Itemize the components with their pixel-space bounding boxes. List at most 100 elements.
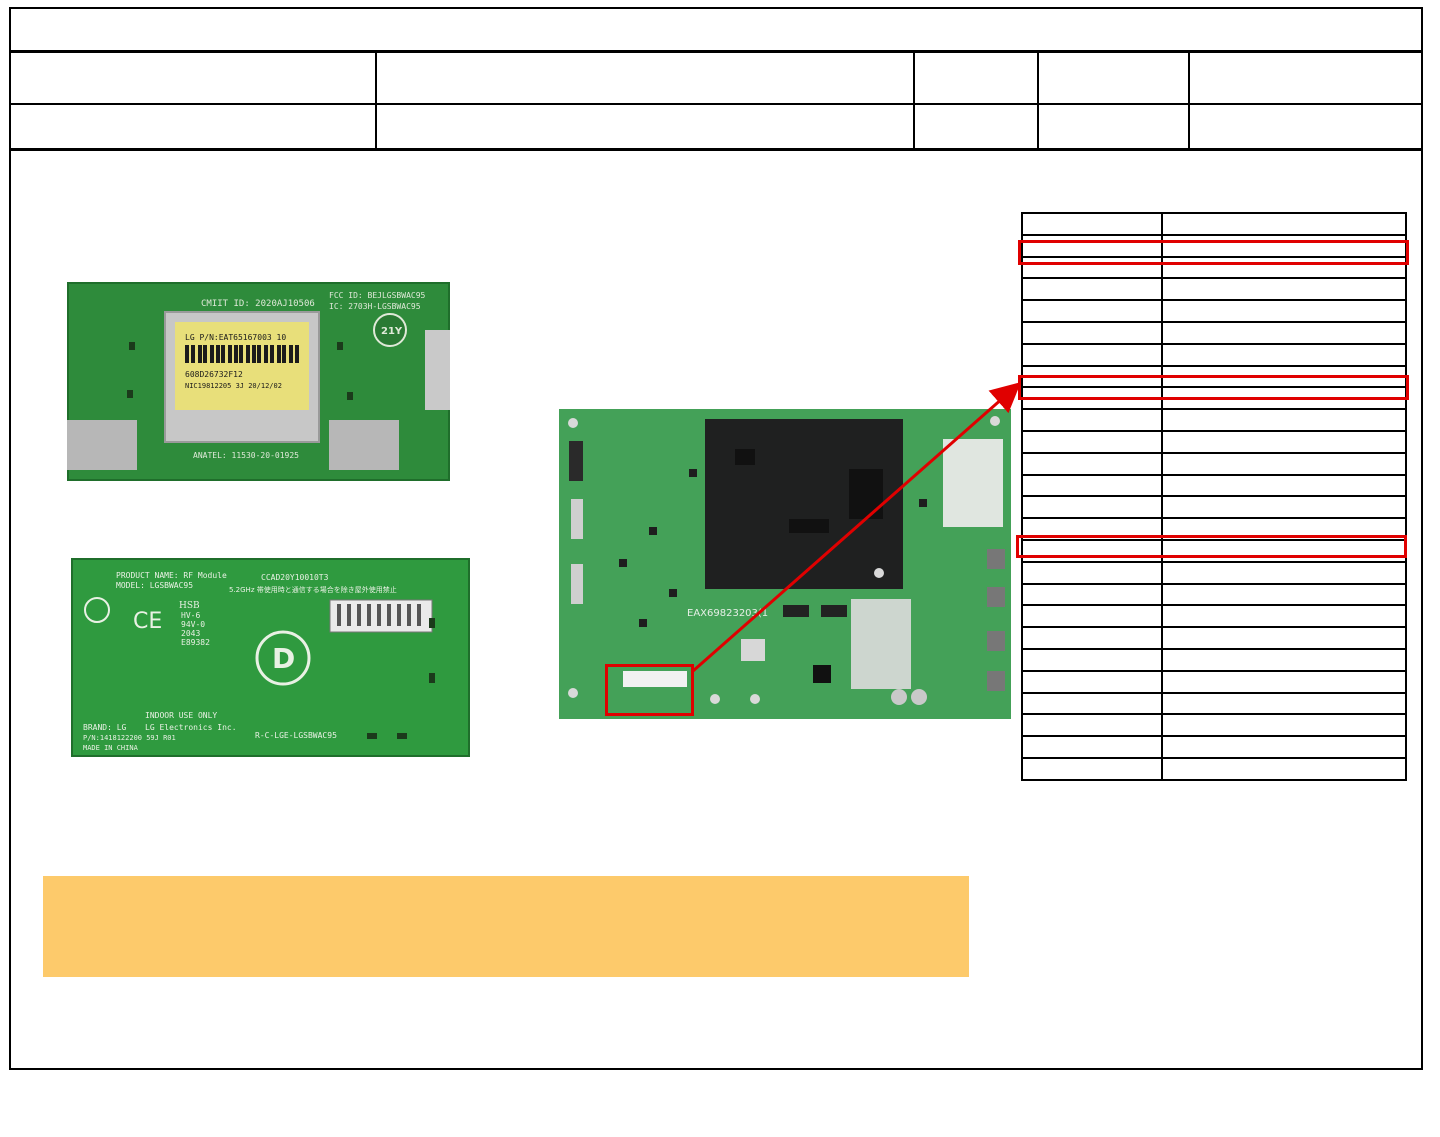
pin-table-row: [1021, 604, 1407, 629]
board-code-text: EAX69823203(1: [687, 608, 768, 619]
product-name-text: PRODUCT NAME: RF Module: [116, 571, 227, 580]
header-column-divider: [375, 53, 377, 148]
cmiit-text: CMIIT ID: 2020AJ10506: [201, 299, 315, 309]
pin-signal-cell: [1161, 212, 1407, 236]
header-cell: [915, 53, 1037, 103]
pin-signal-cell: [1161, 233, 1407, 258]
pin-table-row: [1021, 299, 1407, 323]
e-num-text: E89382: [181, 638, 210, 647]
note-box: [43, 876, 969, 977]
pin-table-row: [1021, 320, 1407, 345]
header-cell: [915, 105, 1037, 148]
pin-table-row: [1021, 713, 1407, 738]
pin-table-row: [1021, 560, 1407, 585]
pin-number-cell: [1021, 626, 1163, 650]
pin-number-cell: [1021, 517, 1163, 541]
anatel-text: ANATEL: 11530-20-01925: [193, 451, 299, 460]
pin-signal-cell: [1161, 320, 1407, 345]
pin-signal-cell: [1161, 495, 1407, 520]
pin-table-row: [1021, 255, 1407, 280]
pin-signal-cell: [1161, 756, 1407, 781]
fcc-text: FCC ID: BEJLGSBWAC95: [329, 291, 426, 300]
pin-number-cell: [1021, 756, 1163, 781]
label-serial-text: NIC19812205 3J 20/12/02: [185, 382, 282, 390]
pin-number-cell: [1021, 342, 1163, 367]
pin-number-cell: [1021, 582, 1163, 607]
pin-signal-cell: [1161, 342, 1407, 367]
ccai-text: CCAD20Y10010T3: [261, 573, 329, 582]
highlight-box: [1018, 240, 1409, 265]
label-pn-text: LG P/N:EAT65167003 10: [185, 333, 286, 342]
header-cell: [11, 105, 375, 148]
pin-signal-cell: [1161, 473, 1407, 498]
pin-number-cell: [1021, 560, 1163, 585]
pin-table-row: [1021, 735, 1407, 759]
wifi-module-front-photo: CMIIT ID: 2020AJ10506 FCC ID: BEJLGSBWAC…: [67, 282, 450, 481]
header-divider: [11, 103, 1421, 105]
pin-table-row: [1021, 626, 1407, 650]
pin-table-row: [1021, 429, 1407, 454]
pin-signal-cell: [1161, 735, 1407, 759]
pin-number-cell: [1021, 429, 1163, 454]
pin-signal-cell: [1161, 582, 1407, 607]
pin-table-row: [1021, 408, 1407, 432]
header-divider: [11, 50, 1421, 53]
pin-table-row: [1021, 473, 1407, 498]
pin-signal-cell: [1161, 517, 1407, 541]
kc-text: R-C-LGE-LGSBWAC95: [255, 731, 337, 740]
page-frame: [9, 7, 1423, 1070]
pin-number-cell: [1021, 277, 1163, 302]
pin-number-cell: [1021, 212, 1163, 236]
badge-text: 21Y: [381, 326, 403, 337]
pin-number-cell: [1021, 713, 1163, 738]
model-text: MODEL: LGSBWAC95: [116, 581, 193, 590]
pin-number-cell: [1021, 451, 1163, 476]
pin-number-cell: [1021, 604, 1163, 629]
pin-table-row: [1021, 451, 1407, 476]
pin-table-row: [1021, 669, 1407, 694]
header-column-divider: [1188, 53, 1190, 148]
pin-table-row: [1021, 517, 1407, 541]
pin-number-cell: [1021, 691, 1163, 716]
pin-number-cell: [1021, 669, 1163, 694]
pin-table-row: [1021, 647, 1407, 672]
pin-signal-cell: [1161, 255, 1407, 280]
pin-number-cell: [1021, 473, 1163, 498]
pin-signal-cell: [1161, 560, 1407, 585]
header-cell: [1190, 105, 1421, 148]
made-in-text: MADE IN CHINA: [83, 744, 139, 752]
header-cell: [377, 105, 913, 148]
svg-text:CE: CE: [133, 609, 162, 634]
pin-number-cell: [1021, 495, 1163, 520]
header-cell: [1039, 53, 1188, 103]
header-cell: [1190, 53, 1421, 103]
header-cell: [1039, 105, 1188, 148]
pin-signal-cell: [1161, 299, 1407, 323]
indoor-text: INDOOR USE ONLY: [145, 711, 217, 720]
pin-table-row: [1021, 495, 1407, 520]
pin-signal-cell: [1161, 277, 1407, 302]
pin-table: [1021, 212, 1407, 781]
pin-number-cell: [1021, 233, 1163, 258]
pin-table-row: [1021, 342, 1407, 367]
pin-number-cell: [1021, 408, 1163, 432]
pin-number-cell: [1021, 647, 1163, 672]
pin-table-row: [1021, 212, 1407, 236]
pin-signal-cell: [1161, 451, 1407, 476]
header-column-divider: [913, 53, 915, 148]
pn-text: P/N:1418122200 59J R01: [83, 734, 176, 742]
header-cell: [11, 53, 375, 103]
pin-signal-cell: [1161, 713, 1407, 738]
pin-number-cell: [1021, 735, 1163, 759]
pin-signal-cell: [1161, 647, 1407, 672]
header-divider: [11, 148, 1421, 151]
pin-signal-cell: [1161, 626, 1407, 650]
pin-signal-cell: [1161, 691, 1407, 716]
wifi-module-back-photo: D CE PRODUCT NAME: RF Module MODEL: LGSB…: [71, 558, 470, 757]
pin-signal-cell: [1161, 429, 1407, 454]
pin-table-row: [1021, 691, 1407, 716]
pin-signal-cell: [1161, 604, 1407, 629]
pin-signal-cell: [1161, 408, 1407, 432]
label-code-text: 608D26732F12: [185, 370, 243, 379]
highlight-box: [1016, 535, 1407, 558]
